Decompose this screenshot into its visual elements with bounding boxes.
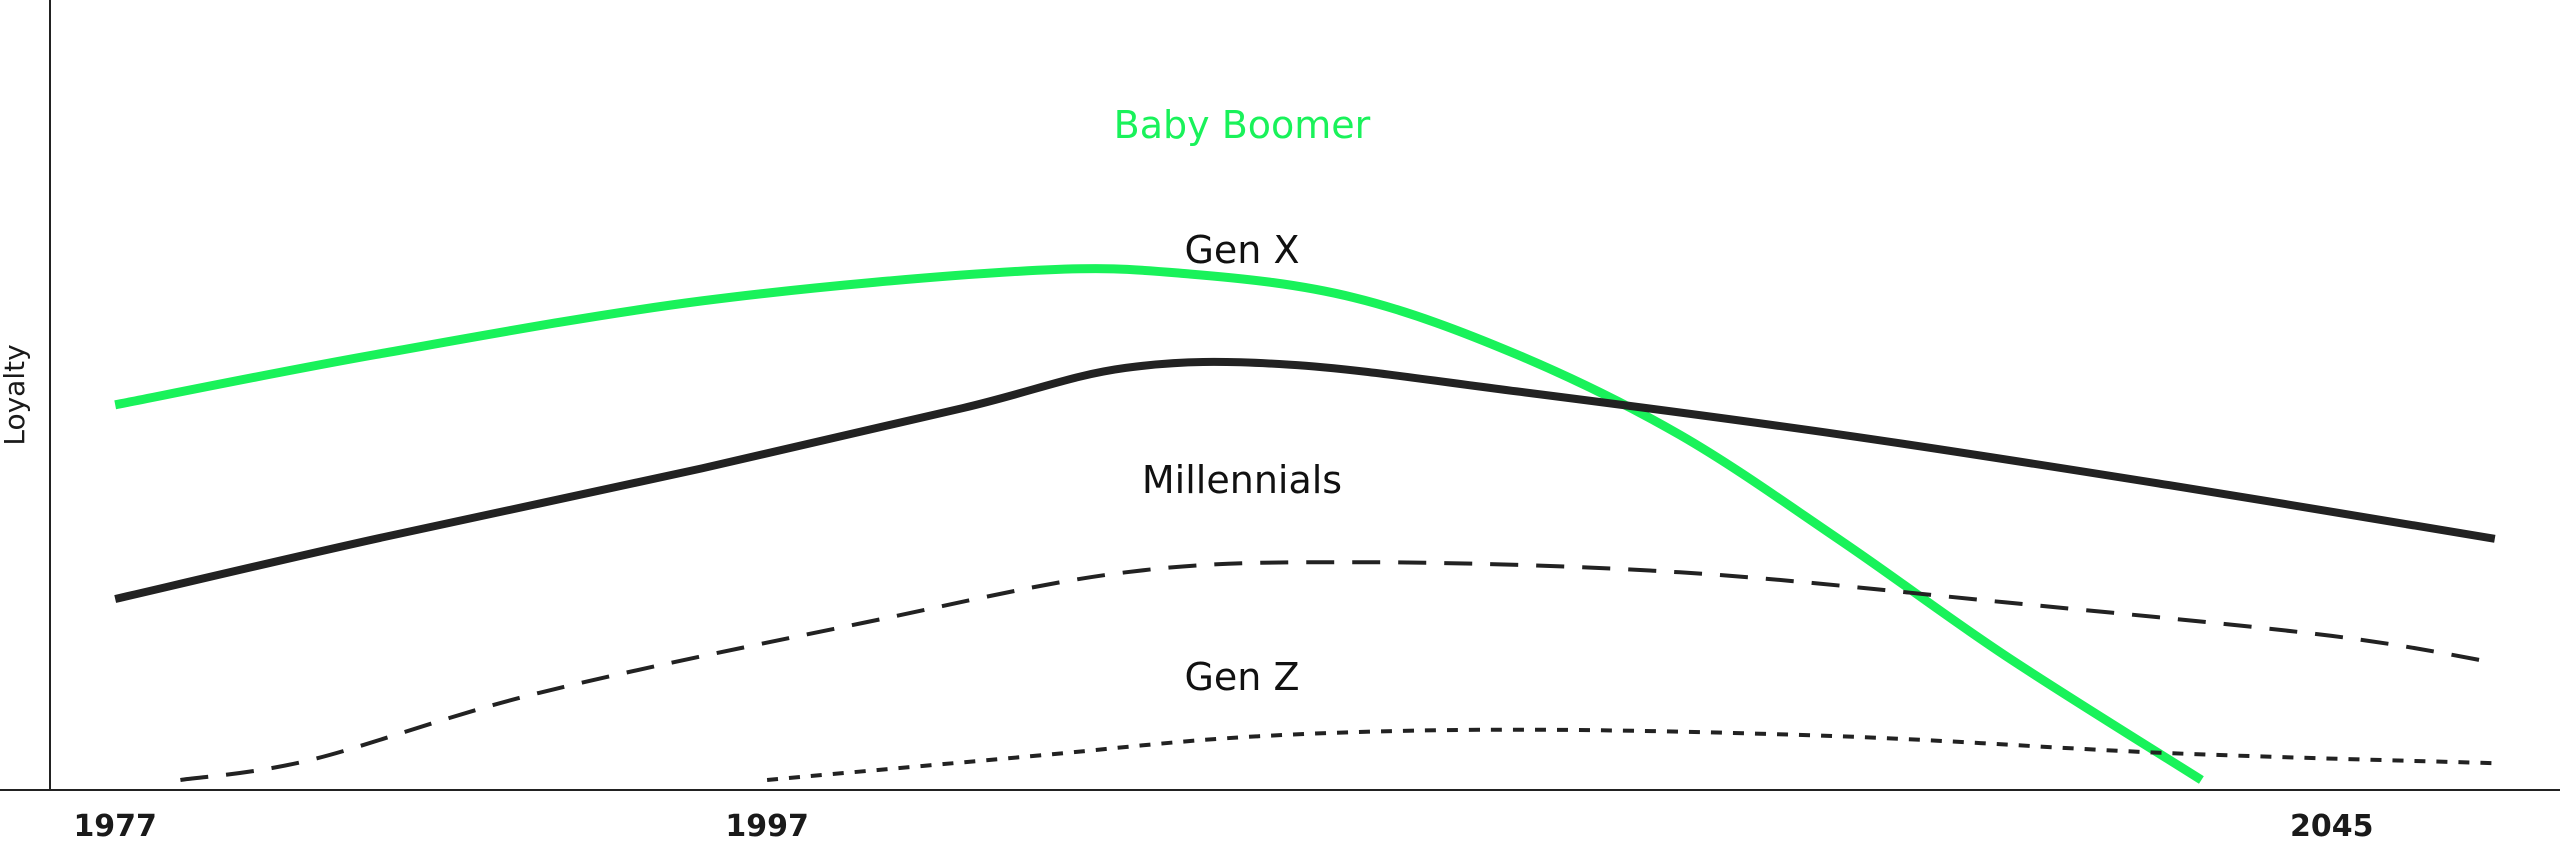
- series-line-gen-z: [766, 727, 2495, 782]
- series-label-baby-boomer: Baby Boomer: [1114, 103, 1371, 147]
- series-label-gen-z: Gen Z: [1184, 655, 1299, 699]
- y-axis-label: Loyalty: [0, 344, 31, 445]
- series-line-gen-x: [114, 357, 2496, 603]
- series-label-millennials: Millennials: [1142, 458, 1342, 502]
- x-tick-labels: 1977 1997 2045: [73, 809, 2373, 844]
- x-tick-label-2045: 2045: [2290, 809, 2374, 844]
- x-tick-label-1997: 1997: [725, 809, 809, 844]
- series-line-millennials: [180, 560, 2496, 782]
- series-lines: [114, 264, 2496, 784]
- series-label-gen-x: Gen X: [1184, 228, 1299, 272]
- x-tick-label-1977: 1977: [73, 809, 157, 844]
- series-line-baby-boomer: [114, 264, 2204, 784]
